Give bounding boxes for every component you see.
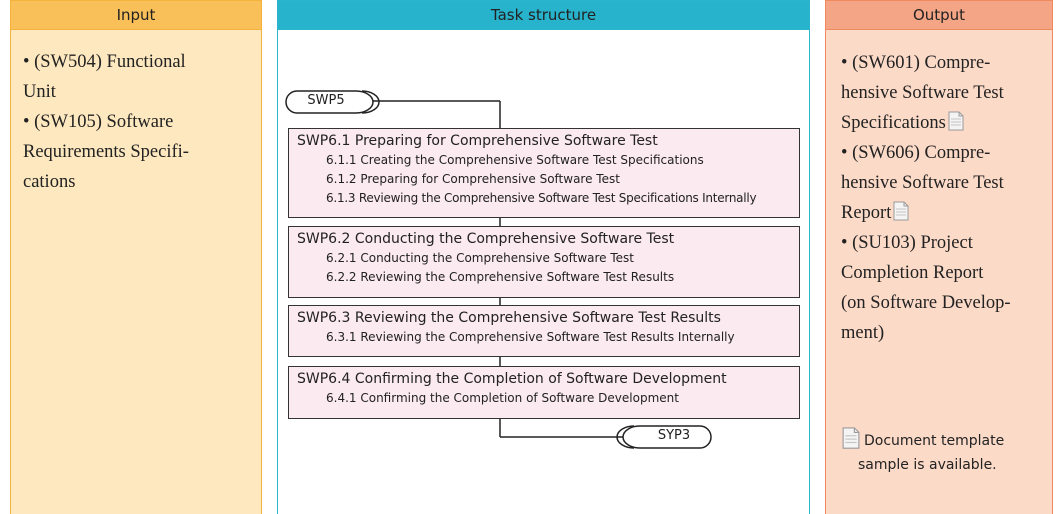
process-subtask: 6.4.1 Confirming the Completion of Softw… (326, 391, 679, 405)
process-box-swp6-2: SWP6.2 Conducting the Comprehensive Soft… (288, 226, 800, 298)
output-header: Output (826, 1, 1052, 30)
output-line: ment) (841, 323, 885, 343)
end-terminal-label: SYP3 (657, 428, 691, 443)
process-title: SWP6.4 Confirming the Completion of Soft… (297, 371, 727, 387)
process-subtask: 6.3.1 Reviewing the Comprehensive Softwa… (326, 330, 735, 344)
input-panel: Input • (SW504) Functional Unit • (SW105… (10, 0, 262, 514)
input-header: Input (11, 1, 261, 30)
process-title: SWP6.2 Conducting the Comprehensive Soft… (297, 231, 675, 247)
output-line-text: Report (841, 203, 892, 223)
document-template-icon[interactable] (948, 111, 964, 131)
input-line: Unit (23, 82, 56, 102)
output-list: • (SW601) Compre- hensive Software Test … (841, 48, 1011, 348)
process-subtask: 6.2.1 Conducting the Comprehensive Softw… (326, 251, 634, 265)
output-line: Completion Report (841, 263, 984, 283)
process-subtask: 6.1.1 Creating the Comprehensive Softwar… (326, 153, 704, 167)
output-line: hensive Software Test (841, 83, 1004, 103)
start-terminal-label: SWP5 (307, 93, 345, 108)
process-box-swp6-1: SWP6.1 Preparing for Comprehensive Softw… (288, 128, 800, 218)
document-template-icon[interactable] (893, 201, 909, 221)
output-line: • (SW601) Compre- (841, 53, 991, 73)
input-line: Requirements Specifi- (23, 142, 189, 162)
document-template-icon (842, 427, 860, 449)
output-panel: Output (825, 0, 1053, 514)
process-title: SWP6.1 Preparing for Comprehensive Softw… (297, 133, 658, 149)
process-subtask: 6.1.3 Reviewing the Comprehensive Softwa… (326, 191, 757, 205)
input-line: • (SW504) Functional (23, 52, 186, 72)
input-line: • (SW105) Software (23, 112, 174, 132)
output-line: hensive Software Test (841, 173, 1004, 193)
note-line-2: sample is available. (858, 457, 997, 473)
input-line: cations (23, 172, 76, 192)
output-line: (on Software Develop- (841, 293, 1011, 313)
process-subtask: 6.2.2 Reviewing the Comprehensive Softwa… (326, 270, 675, 284)
note-line-1: Document template (864, 433, 1005, 449)
output-line: • (SW606) Compre- (841, 143, 991, 163)
task-structure-header: Task structure (278, 1, 809, 30)
output-line: Report (841, 198, 1011, 228)
process-box-swp6-4: SWP6.4 Confirming the Completion of Soft… (288, 366, 800, 419)
output-line-text: Specifications (841, 113, 946, 133)
output-line: • (SU103) Project (841, 233, 973, 253)
output-line: Specifications (841, 108, 1011, 138)
process-box-swp6-3: SWP6.3 Reviewing the Comprehensive Softw… (288, 305, 800, 357)
document-template-note: Document template sample is available. (842, 426, 1042, 477)
input-list: • (SW504) Functional Unit • (SW105) Soft… (23, 47, 189, 197)
process-subtask: 6.1.2 Preparing for Comprehensive Softwa… (326, 172, 620, 186)
process-title: SWP6.3 Reviewing the Comprehensive Softw… (297, 310, 721, 326)
